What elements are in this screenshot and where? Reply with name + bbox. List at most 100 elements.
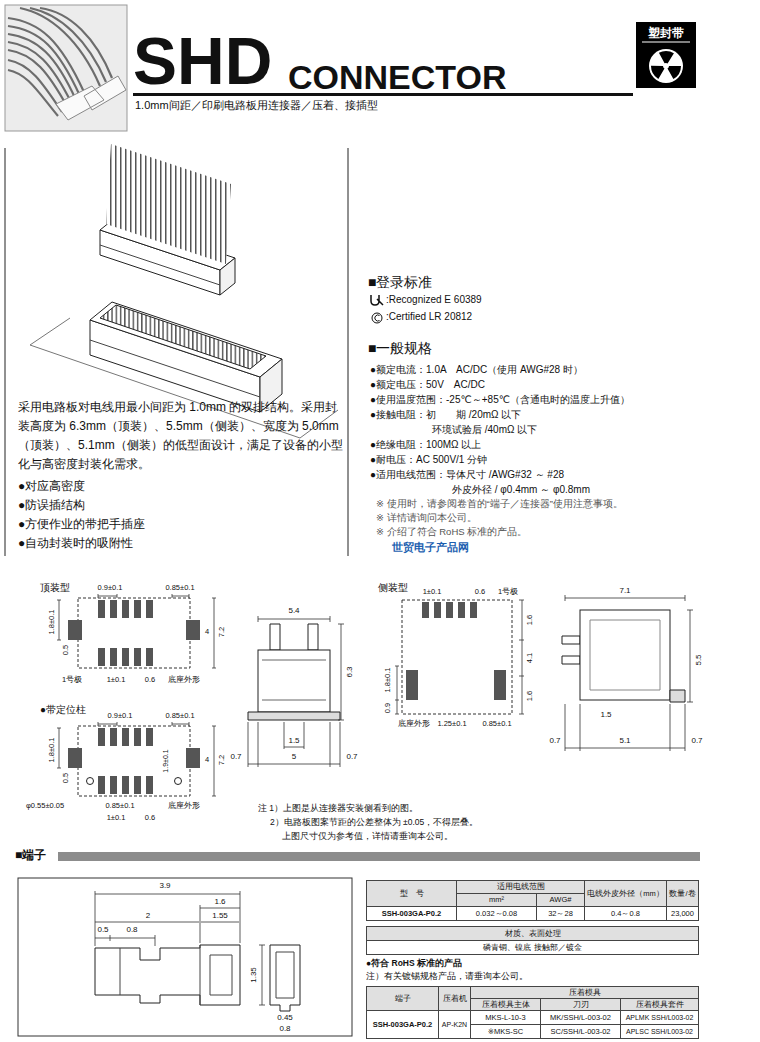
top-mount-footprint [57,594,216,668]
dimension-label: 5.5 [694,654,703,665]
table-cell: SSH-003GA-P0.2 [366,906,457,921]
dimension-label: 1.9±0.1 [162,749,170,772]
header-pins [100,305,266,369]
dimension-label: 0.7 [346,752,357,761]
dimension-label: 1.8±0.1 [48,738,57,763]
view-title: ●带定位柱 [40,704,86,716]
base-foot [670,690,685,702]
table-cell: AWG# [536,893,585,907]
feature: ●防误插结构 [18,499,85,513]
section-bar [58,852,700,861]
section-heading: ■登录标准 [368,274,432,290]
base-flange [248,712,340,720]
note: 注 1）上图是从连接器安装侧看到的图。 [258,804,418,814]
dimension-label: 0.5 [62,645,71,655]
title-suffix: CONNECTOR [288,58,507,97]
table-cell: 数量/卷 [666,880,699,907]
note: ※ 详情请询问本公司。 [376,513,477,524]
dimension-label: 0.85±0.1 [165,712,194,721]
terminal-drawing [18,878,352,1036]
icon-text: 塑封带 [636,22,696,42]
wire-bundle [106,144,231,264]
table-cell: 23,000 [666,906,699,921]
dimension-label: 0.8 [279,1024,290,1033]
dimension-label: 1.6 [526,615,535,625]
dimension-label: 4 [205,628,209,637]
dimension-label: 0.9±0.1 [108,712,133,721]
table-cell: 电线外皮外径（mm） [584,880,667,907]
plug-side [220,258,235,295]
dimension-label: 3.9 [159,881,170,890]
boss-hole [175,778,182,785]
dimension-label: 4.1 [526,653,535,663]
dimension-label: 7.2 [218,755,227,765]
dimension-label: 1.8±0.1 [384,668,393,693]
table-cell: 0.032～0.08 [456,906,537,921]
section-heading: ■端子 [15,849,46,863]
terminal-end-view [270,945,300,1011]
icon-rule [642,41,690,42]
dimension-label: 0.45 [277,1013,293,1022]
note: ●符合 RoHS 标准的产品 [366,959,462,969]
feature: ●方便作业的带把手插座 [18,518,145,532]
outline-label: 底座外形 [168,676,200,685]
terminal-detail [120,945,232,1005]
reel-disc [649,49,683,83]
dimension-label: 1.55 [212,911,228,920]
outline-label: 底座外形 [398,720,430,729]
note: 注）有关镀锡规格产品，请垂询本公司。 [366,972,528,982]
table-cell: 端子 [366,986,439,1011]
table-cell: mm² [456,893,537,907]
boss-hole [87,778,94,785]
pin-label: 1号极 [62,676,82,685]
base-outline [402,600,512,714]
outline-label: 底座外形 [168,802,200,811]
view-title: 顶装型 [40,582,70,594]
packaging-icon: 塑封带 [636,22,696,88]
dimension-label: 1±0.1 [423,588,442,597]
watermark: 世贸电子产品网 [392,541,469,554]
dimension-line [248,616,344,767]
dimension-label: 7.2 [218,627,227,637]
side-mount-elevation [562,595,693,751]
spec-line: ●耐电压：AC 500V/1 分钟 [370,454,487,466]
dimension-label: 5 [292,752,296,761]
spec-line: 环境试验后 /40mΩ 以下 [432,424,537,436]
table-cell: APLMK SSH/L003-02 [620,1010,699,1025]
table-cell: 适用电线范围 [456,880,585,894]
dimension-label: 0.7 [691,736,702,745]
terminal-profile [95,945,240,1005]
table-cell: ※MKS-SC [470,1024,541,1039]
drawing-frame [18,878,352,1036]
side-mount-footprint [395,600,524,714]
description: 采用电路板对电线用最小间距为 1.0mm 的双排结构。采用封装高度为 6.3mm… [18,398,343,474]
dimension-label: 0.8 [126,925,137,934]
header-top [90,302,282,377]
dimension-label: 5.1 [619,736,630,745]
spec-line: ●绝缘电阻：100MΩ 以上 [370,439,481,451]
spec-line: ●适用电线范围：导体尺寸 /AWG#32 ～ #28 [370,469,564,481]
dimension-label: 2 [146,911,150,920]
cert-marks [371,295,383,323]
table-cell: APLSC SSH/L003-02 [620,1024,699,1039]
dimension-label: 0.85±0.1 [165,584,194,593]
dimension-label: 5.4 [288,606,299,615]
dimension-line [395,600,524,714]
table-cell: SC/SSH/L-003-02 [540,1024,621,1039]
table-cell: 压着机 [438,986,471,1011]
dimension-label: 1.8±0.1 [48,610,57,635]
dimension-label: 1.5 [288,736,299,745]
dimension-label: 1±0.1 [107,814,126,823]
dimension-label: 0.9±0.1 [98,584,123,593]
spec-line: ●接触电阻：初 期 /20mΩ 以下 [370,409,521,421]
dimension-line [95,891,265,1005]
dimension-line [565,595,693,751]
certification: :Certified LR 20812 [386,311,472,323]
dimension-label: 6.3 [345,666,354,677]
dimension-line [57,594,216,668]
dimension-label: 0.7 [549,736,560,745]
table-cell: 0.4～0.8 [584,906,667,921]
table-cell: 材质、表面处理 [366,926,699,941]
photo-frame [5,5,127,131]
